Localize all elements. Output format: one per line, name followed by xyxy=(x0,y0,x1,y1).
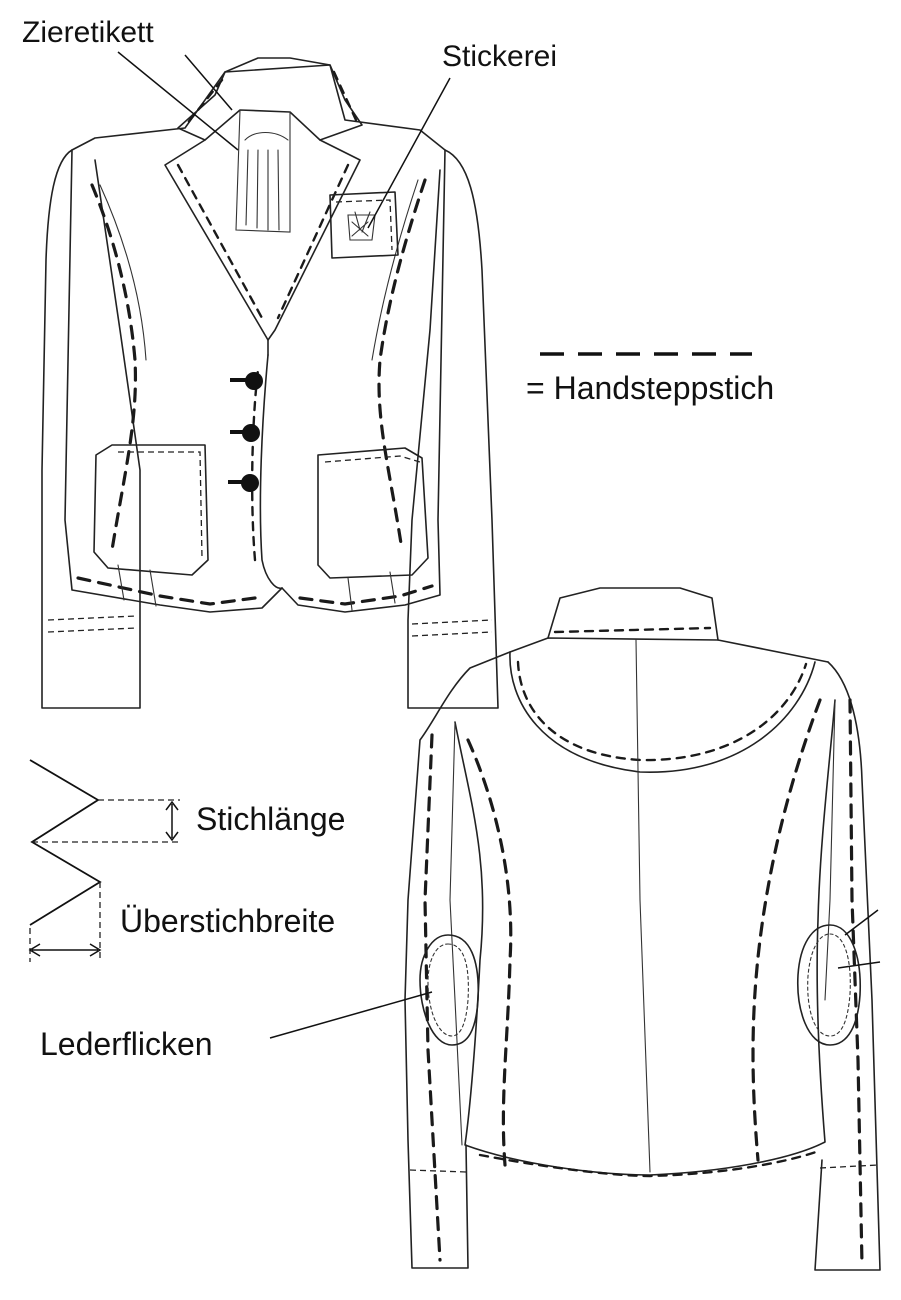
front-right-patch-pocket xyxy=(317,447,429,579)
label-embroidery: Stickerei xyxy=(442,40,557,73)
label-ornament-tag: Zieretikett xyxy=(22,16,154,49)
front-left-cuff-line xyxy=(47,627,137,633)
front-left-sleeve xyxy=(41,149,141,709)
back-collar xyxy=(547,587,719,641)
front-right-cuff-line xyxy=(411,619,493,625)
front-left-seam xyxy=(99,184,147,361)
front-left-lapel-stitch xyxy=(176,163,264,320)
back-center-seam xyxy=(635,639,651,1173)
back-right-sleeve-stitch xyxy=(848,698,864,1267)
stitch-length-bracket xyxy=(32,799,180,843)
button-2 xyxy=(242,424,260,442)
back-left-cuff xyxy=(409,1169,467,1173)
front-left-cuff-line-2 xyxy=(47,615,137,621)
label-stitch-length: Stichlänge xyxy=(196,801,345,837)
front-right-seam-stitch xyxy=(377,178,427,552)
leather-patch-left xyxy=(419,934,480,1046)
front-chest-pocket-stitch xyxy=(335,199,393,251)
front-left-seam-stitch xyxy=(90,183,138,552)
front-left-lapel xyxy=(164,139,269,356)
callouts: Zieretikett Stickerei = Handsteppstich S… xyxy=(22,16,774,1062)
back-left-sleeve-inner xyxy=(449,721,463,1146)
back-left-inner-stitch xyxy=(466,738,513,1167)
back-right-cuff xyxy=(819,1164,879,1169)
stitch-length-arrow xyxy=(165,800,179,842)
button-3 xyxy=(241,474,259,492)
front-shirt-placket xyxy=(235,109,291,233)
overstitch-arrow xyxy=(28,943,102,957)
front-center-opening xyxy=(259,354,283,589)
front-right-lapel-stitch xyxy=(276,163,350,320)
front-hem-stitch xyxy=(76,576,434,606)
back-shoulder-line xyxy=(509,637,829,663)
label-overstitch-width: Überstichbreite xyxy=(120,903,335,939)
front-right-cuff-line-2 xyxy=(411,631,493,637)
back-right-sleeve xyxy=(814,661,881,1271)
front-side-lines xyxy=(117,564,396,611)
front-body-outline xyxy=(64,64,446,613)
front-right-pocket-stitch xyxy=(324,455,421,463)
front-shirt-pleats xyxy=(244,131,289,231)
front-right-sleeve xyxy=(407,149,499,709)
back-collar-stitch xyxy=(553,626,712,634)
back-yoke-curve xyxy=(509,651,816,773)
leader-embroidery xyxy=(367,77,451,229)
back-right-sleeve-inner xyxy=(824,699,836,1001)
front-right-lapel xyxy=(267,139,361,341)
back-yoke-stitch xyxy=(516,660,808,762)
legend-hand-stitch: = Handsteppstich xyxy=(526,370,774,406)
back-right-inner-stitch xyxy=(751,698,822,1162)
stitch-diagram: Stichlänge Überstichbreite xyxy=(28,759,345,962)
back-left-sleeve xyxy=(404,651,511,1269)
label-leather-patch: Lederflicken xyxy=(40,1026,213,1062)
front-center-stitch xyxy=(250,368,260,562)
front-left-pocket-stitch xyxy=(118,451,203,559)
button-1 xyxy=(245,372,263,390)
back-hem-stitch xyxy=(478,1150,818,1178)
front-chest-pocket xyxy=(329,191,399,259)
jacket-back-view xyxy=(404,587,881,1271)
overstitch-guides xyxy=(29,882,101,962)
front-collar-stitch xyxy=(184,70,358,127)
front-left-patch-pocket xyxy=(93,444,209,576)
right-edge-leaders xyxy=(837,909,881,969)
jacket-front-view xyxy=(41,57,499,709)
back-body-outline xyxy=(454,699,836,1176)
back-left-sleeve-stitch xyxy=(423,733,442,1262)
leather-patch-right xyxy=(797,924,861,1046)
leader-ornament-tag xyxy=(117,51,239,151)
embroidery-motif xyxy=(347,211,376,241)
leader-leather-patch xyxy=(269,991,433,1039)
front-right-seam xyxy=(371,179,419,361)
front-buttons xyxy=(228,372,263,492)
